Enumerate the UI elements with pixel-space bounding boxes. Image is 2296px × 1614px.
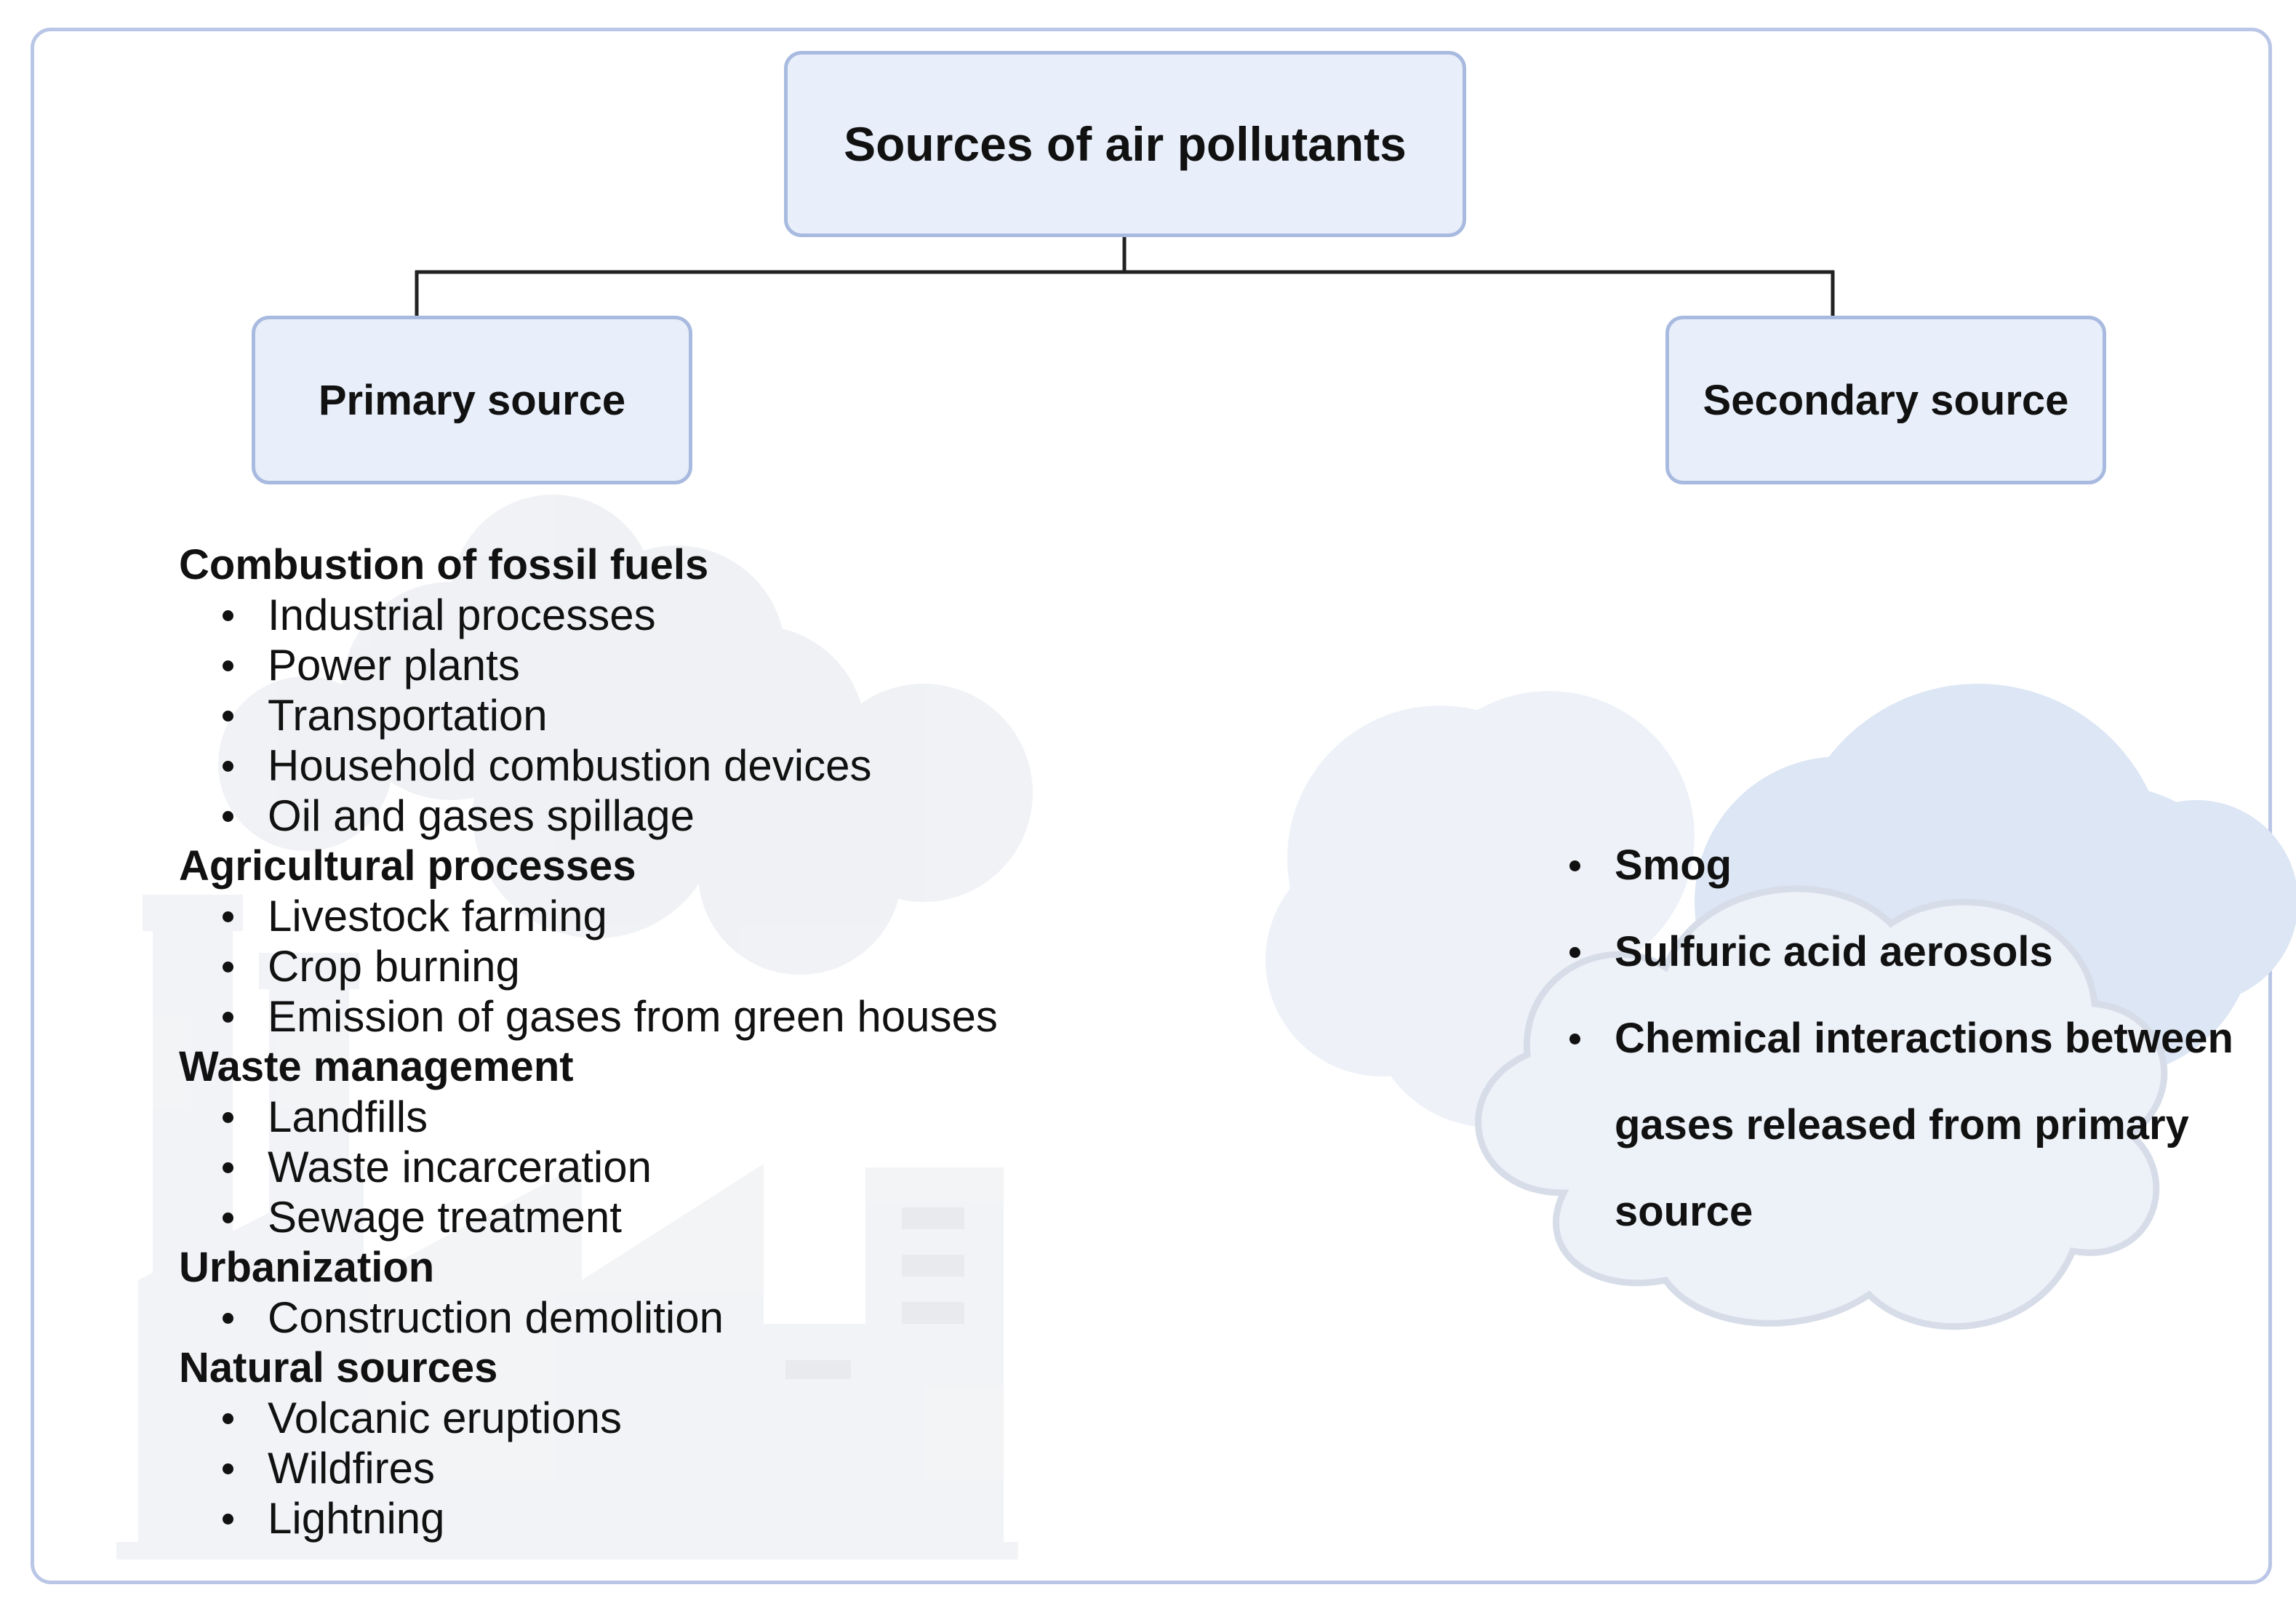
- cloud-icon: [1265, 684, 2296, 1330]
- list-item: Livestock farming: [179, 891, 1124, 941]
- group-items: Livestock farming Crop burning Emission …: [179, 891, 1124, 1042]
- group-items: Construction demolition: [179, 1293, 1124, 1343]
- primary-source-node: Primary source: [252, 316, 692, 484]
- group-title: Urbanization: [179, 1244, 435, 1291]
- list-item: Wildfires: [179, 1443, 1124, 1493]
- factory-smoke-icon: [116, 495, 1033, 1559]
- list-item: Sewage treatment: [179, 1192, 1124, 1242]
- group-items: Landfills Waste incarceration Sewage tre…: [179, 1092, 1124, 1242]
- list-item: Crop burning: [179, 941, 1124, 991]
- primary-group: Waste management Landfills Waste incarce…: [179, 1042, 1124, 1242]
- list-item: Oil and gases spillage: [179, 791, 1124, 841]
- primary-source-list: Combustion of fossil fuels Industrial pr…: [179, 540, 1124, 1543]
- list-item: Transportation: [179, 690, 1124, 740]
- secondary-source-node: Secondary source: [1665, 316, 2106, 484]
- group-title: Waste management: [179, 1043, 574, 1090]
- primary-group: Natural sources Volcanic eruptions Wildf…: [179, 1343, 1124, 1543]
- primary-group: Urbanization Construction demolition: [179, 1242, 1124, 1343]
- group-title: Agricultural processes: [179, 842, 636, 890]
- primary-group: Combustion of fossil fuels Industrial pr…: [179, 540, 1124, 841]
- list-item: Lightning: [179, 1493, 1124, 1543]
- group-title: Combustion of fossil fuels: [179, 541, 709, 588]
- group-items: Industrial processes Power plants Transp…: [179, 590, 1124, 841]
- list-item: Emission of gases from green houses: [179, 991, 1124, 1042]
- list-item: Construction demolition: [179, 1293, 1124, 1343]
- list-item: Volcanic eruptions: [179, 1393, 1124, 1443]
- list-item: Sulfuric acid aerosols: [1564, 908, 2262, 995]
- list-item: Landfills: [179, 1092, 1124, 1142]
- list-item: Household combustion devices: [179, 740, 1124, 791]
- connector-lines: [415, 237, 1835, 316]
- group-items: Volcanic eruptions Wildfires Lightning: [179, 1393, 1124, 1543]
- root-node: Sources of air pollutants: [784, 51, 1466, 237]
- secondary-source-list: Smog Sulfuric acid aerosols Chemical int…: [1564, 822, 2262, 1255]
- list-item: Smog: [1564, 822, 2262, 908]
- list-item: Industrial processes: [179, 590, 1124, 640]
- list-item: Waste incarceration: [179, 1142, 1124, 1192]
- primary-group: Agricultural processes Livestock farming…: [179, 841, 1124, 1042]
- group-title: Natural sources: [179, 1344, 498, 1391]
- list-item: Power plants: [179, 640, 1124, 690]
- list-item: Chemical interactions between gases rele…: [1564, 995, 2262, 1255]
